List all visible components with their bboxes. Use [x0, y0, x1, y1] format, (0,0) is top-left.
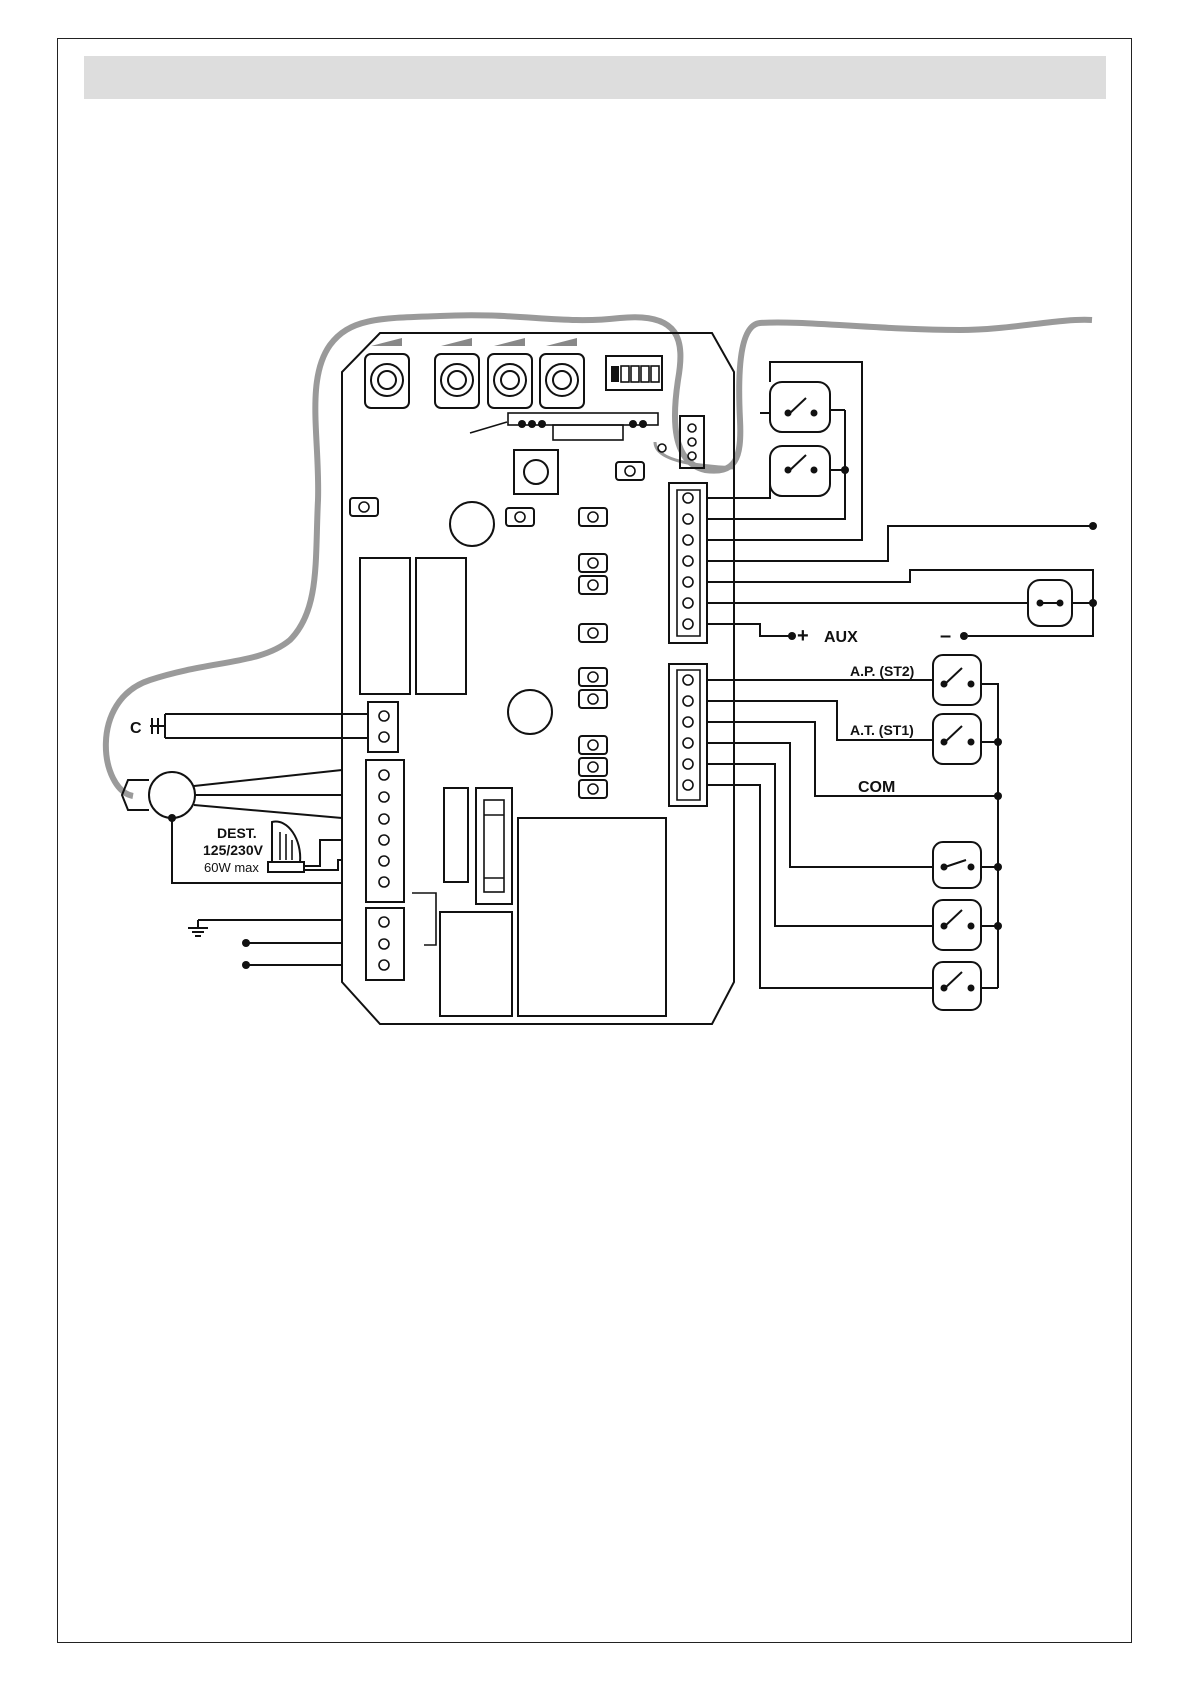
- trimmer-4: [540, 338, 584, 408]
- push-button-icon: [933, 714, 1002, 764]
- terminal-block-top: [669, 483, 707, 643]
- terminal-block-motor: [366, 760, 404, 902]
- terminal-block-capacitor: [368, 702, 398, 752]
- capacitor-wiring: [150, 714, 368, 738]
- trimmer-2: [435, 338, 479, 408]
- led-strip: [470, 413, 658, 440]
- mains-wires: [242, 939, 342, 969]
- lamp-label-2: 125/230V: [203, 842, 264, 858]
- fuse-block: [444, 788, 468, 882]
- capacitor-label: C: [130, 720, 142, 737]
- aux-label: AUX: [824, 629, 858, 646]
- trimmer-3: [488, 338, 532, 408]
- power-module: [440, 912, 512, 1016]
- jumpers: [350, 462, 644, 798]
- push-button-icon: [933, 962, 998, 1010]
- buzzer: [450, 502, 494, 546]
- lamp-label-1: DEST.: [217, 825, 257, 841]
- aux-minus-label: –: [940, 625, 951, 647]
- terminal-block-power: [366, 908, 404, 980]
- trimmer-1: [365, 338, 409, 408]
- fuse-wire: [412, 893, 436, 945]
- at-label: A.T. (ST1): [850, 722, 914, 738]
- aux-plus-label: +: [797, 625, 809, 647]
- capacitor-board: [508, 690, 552, 734]
- relay-2: [416, 558, 466, 694]
- dip-switch: [606, 356, 662, 390]
- trimmer-row: [365, 338, 584, 408]
- push-button-icon: [770, 446, 845, 496]
- stop-button-wiring: [707, 362, 862, 540]
- aux-output-wire: [707, 526, 1093, 561]
- com-label: COM: [858, 779, 895, 796]
- photocell-icon: [1028, 580, 1072, 626]
- limit-switch-wiring: [707, 743, 933, 988]
- transformer: [518, 818, 666, 1016]
- push-button-icon: [760, 382, 845, 432]
- aux-output-terminal: [1089, 522, 1097, 530]
- ground-icon: [188, 920, 342, 936]
- ap-label: A.P. (ST2): [850, 663, 914, 679]
- terminal-block-bottom: [669, 664, 707, 806]
- antenna-cable: [106, 315, 1092, 796]
- limit-switch-icon: [933, 900, 1002, 950]
- fuse-holder: [476, 788, 512, 904]
- push-button-icon: [933, 655, 998, 988]
- relay-1: [360, 558, 410, 694]
- lamp-label-3: 60W max: [204, 860, 259, 875]
- board-push-button: [514, 450, 558, 494]
- flashing-lamp-icon: [268, 822, 342, 872]
- limit-switch-icon: [933, 842, 1002, 888]
- antenna-connector: [658, 416, 704, 468]
- antenna-lead: [655, 442, 735, 468]
